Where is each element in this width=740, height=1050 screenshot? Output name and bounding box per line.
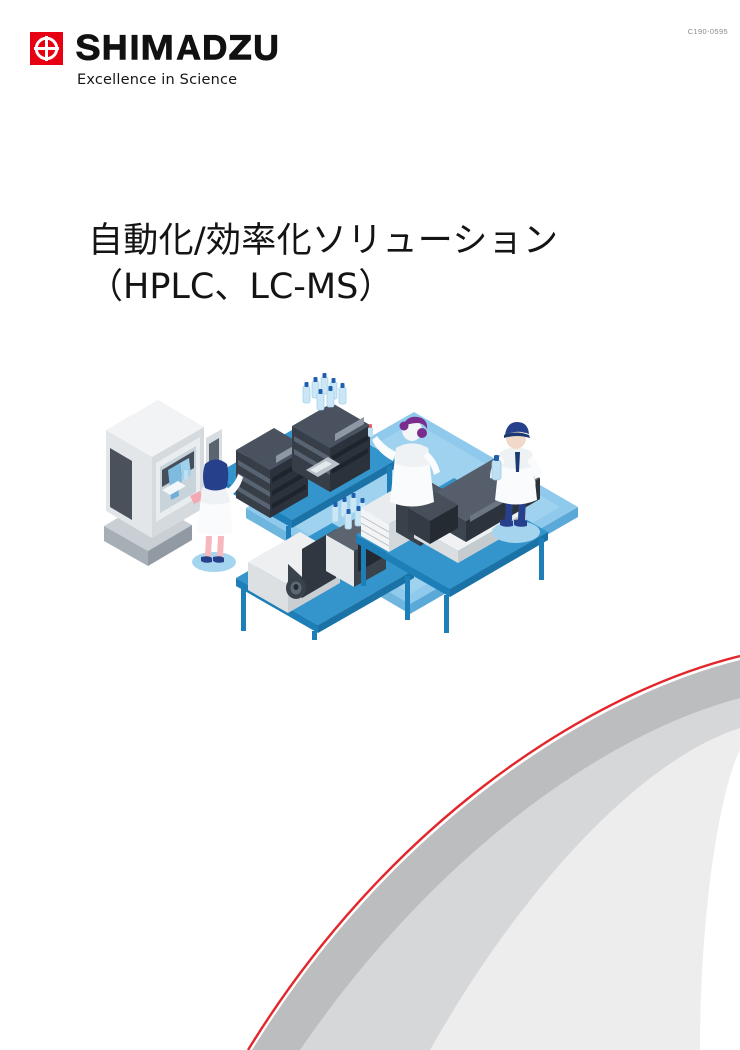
hplc-stack-left	[236, 428, 308, 518]
document-code: C190-0595	[687, 27, 728, 36]
shimadzu-ribbon-swoosh	[0, 600, 740, 1050]
solvent-bottles-top	[302, 373, 347, 411]
swoosh-band-dark	[252, 660, 740, 1050]
robotic-sample-handler-enclosure	[104, 400, 222, 566]
scientist-holding-vial	[368, 416, 440, 507]
swoosh-red-line	[246, 654, 740, 1050]
shimadzu-logo: Excellence in Science	[30, 32, 330, 92]
shimadzu-wordmark	[74, 33, 282, 63]
page-title: 自動化/効率化ソリューション （HPLC、LC-MS）	[88, 218, 668, 310]
scientist-at-robot-enclosure	[192, 459, 243, 572]
keyboard-on-bench	[306, 457, 340, 477]
shimadzu-circle-cross-icon	[30, 32, 63, 65]
hplc-stack-right-with-solvent-bottles	[292, 373, 370, 492]
isometric-laboratory-illustration	[96, 330, 596, 640]
page-header: Excellence in Science C190-0595	[0, 0, 740, 110]
scientist-with-bottle	[490, 422, 542, 543]
page-title-line-1: 自動化/効率化ソリューション	[88, 221, 559, 261]
swoosh-band-mid	[270, 690, 740, 1050]
page-title-line-2: （HPLC、LC-MS）	[88, 267, 394, 308]
brand-tagline: Excellence in Science	[77, 72, 238, 88]
